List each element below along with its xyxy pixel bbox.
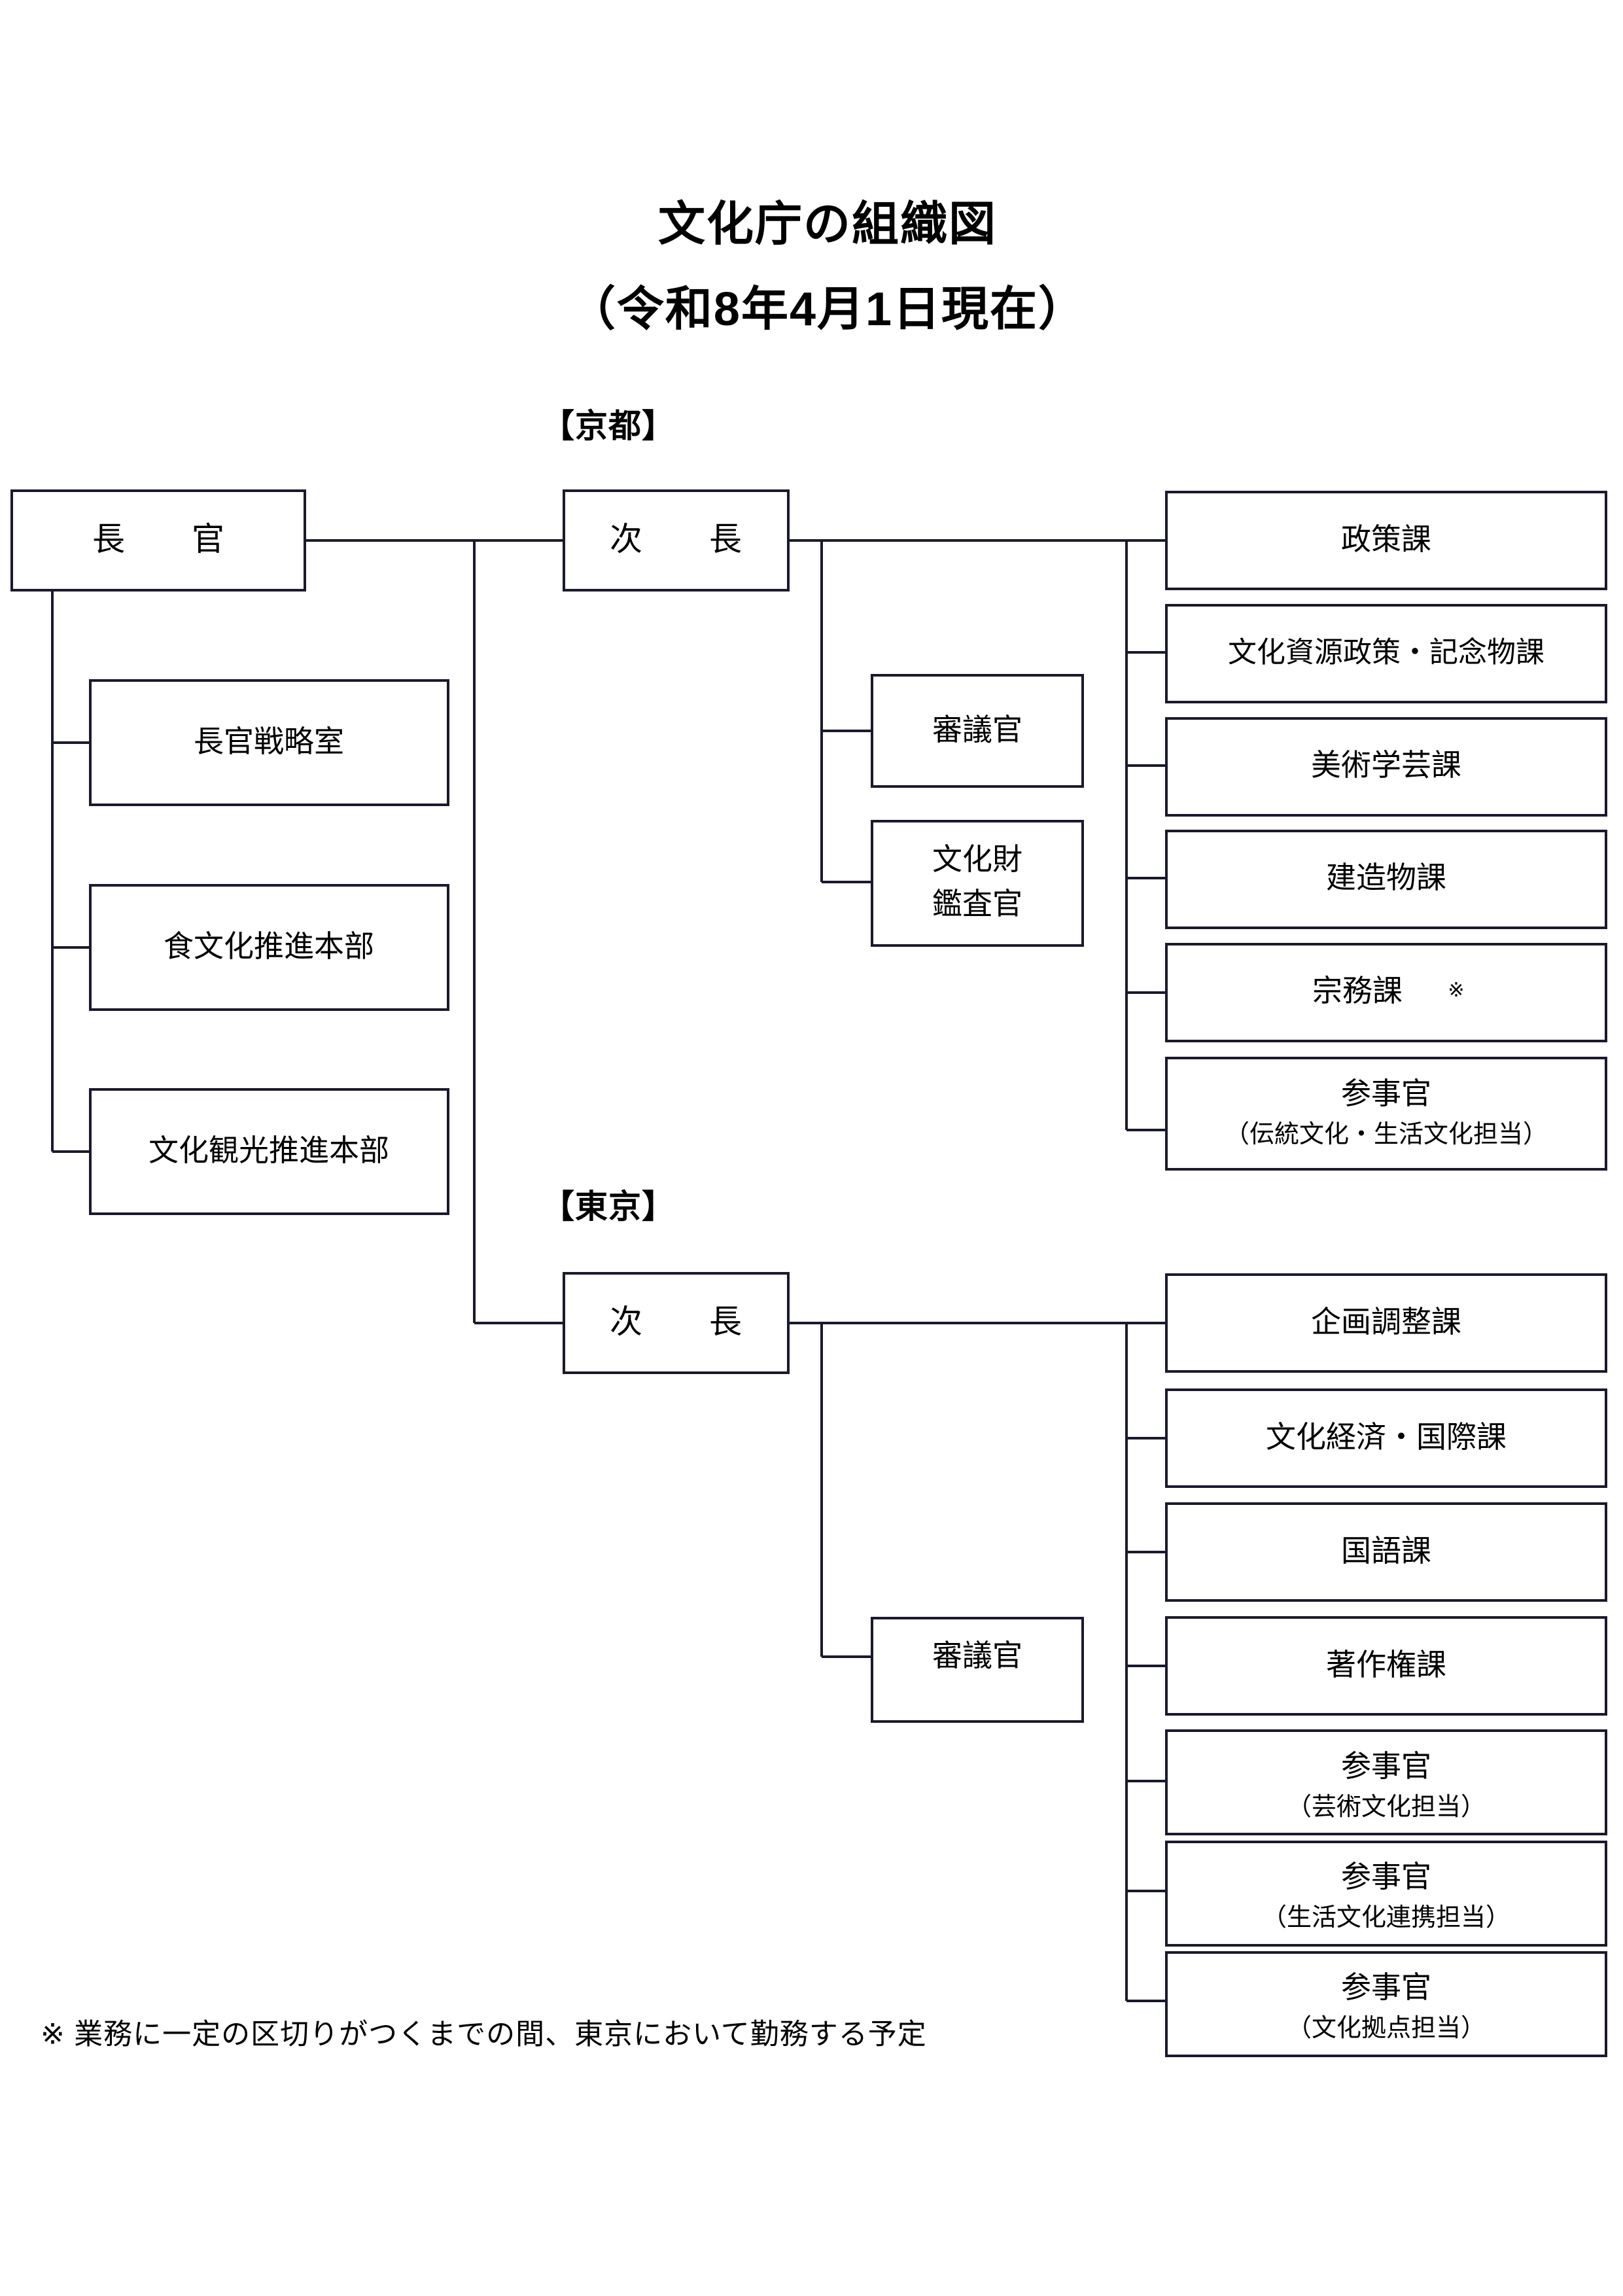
node-tokyo-division-2[interactable]: 国語課 (1165, 1502, 1607, 1602)
node-agency-unit-0[interactable]: 長官戦略室 (89, 679, 449, 806)
node-commissioner-label: 長 官 (92, 521, 241, 557)
node-tokyo-division-4[interactable]: 参事官 （芸術文化担当） (1165, 1729, 1607, 1835)
node-kyoto-division-1-rect[interactable] (1165, 604, 1607, 703)
node-kyoto-division-2-label: 美術学芸課 (1311, 748, 1461, 782)
node-tokyo-division-1-label: 文化経済・国際課 (1266, 1420, 1507, 1454)
node-kyoto-division-4-rect[interactable] (1165, 943, 1607, 1042)
node-kyoto-deputy-rect[interactable] (563, 489, 790, 592)
node-tokyo-division-6[interactable]: 参事官 （文化拠点担当） (1165, 1951, 1607, 2057)
node-tokyo-division-4-label-line1: 参事官 (1341, 1749, 1431, 1783)
page-title-line2: （令和8年4月1日現在） (568, 283, 1087, 336)
node-kyoto-division-5-label-line1: 参事官 (1341, 1076, 1431, 1110)
node-tokyo-division-3-label: 著作権課 (1326, 1648, 1446, 1682)
node-kyoto-officer-1[interactable]: 文化財 鑑査官 (871, 820, 1084, 947)
node-kyoto-division-5-label-line2: （伝統文化・生活文化担当） (1225, 1121, 1548, 1148)
node-kyoto-officer-1-label-line1: 文化財 (932, 842, 1022, 876)
node-agency-unit-2-rect[interactable] (89, 1088, 449, 1215)
node-kyoto-division-5-rect[interactable] (1165, 1057, 1607, 1171)
node-tokyo-division-1-rect[interactable] (1165, 1388, 1607, 1488)
node-kyoto-division-0-label: 政策課 (1341, 522, 1431, 556)
node-agency-unit-1-label: 食文化推進本部 (164, 929, 374, 963)
footnote-text: ※ 業務に一定の区切りがつくまでの間、東京において勤務する予定 (41, 2019, 927, 2051)
node-tokyo-deputy-rect[interactable] (563, 1272, 790, 1374)
node-agency-unit-0-rect[interactable] (89, 679, 449, 806)
node-kyoto-officer-1-rect[interactable] (871, 820, 1084, 947)
node-tokyo-division-0-rect[interactable] (1165, 1273, 1607, 1373)
node-tokyo-division-0-label: 企画調整課 (1311, 1305, 1461, 1339)
node-kyoto-division-2-rect[interactable] (1165, 717, 1607, 817)
node-kyoto-division-4-label: 宗務課 (1312, 974, 1403, 1008)
node-tokyo-officer-0-label: 審議官 (932, 1638, 1022, 1672)
node-kyoto-division-0[interactable]: 政策課 (1165, 491, 1607, 590)
page-title-line1: 文化庁の組織図 (658, 198, 997, 251)
node-agency-unit-2[interactable]: 文化観光推進本部 (89, 1088, 449, 1215)
node-tokyo-division-2-label: 国語課 (1341, 1534, 1431, 1568)
node-kyoto-division-1-label: 文化資源政策・記念物課 (1228, 637, 1544, 669)
node-kyoto-division-5[interactable]: 参事官 （伝統文化・生活文化担当） (1165, 1057, 1607, 1171)
node-kyoto-division-3-rect[interactable] (1165, 830, 1607, 929)
node-tokyo-division-3[interactable]: 著作権課 (1165, 1616, 1607, 1716)
node-kyoto-division-0-rect[interactable] (1165, 491, 1607, 590)
node-tokyo-division-6-label-line2: （文化拠点担当） (1287, 2015, 1486, 2042)
node-kyoto-division-1[interactable]: 文化資源政策・記念物課 (1165, 604, 1607, 703)
node-tokyo-division-4-label-line2: （芸術文化担当） (1287, 1793, 1486, 1821)
node-commissioner[interactable]: 長 官 (10, 489, 306, 592)
node-agency-unit-2-label: 文化観光推進本部 (148, 1133, 389, 1167)
node-kyoto-officer-0[interactable]: 審議官 (871, 674, 1084, 788)
node-kyoto-division-3[interactable]: 建造物課 (1165, 830, 1607, 929)
node-tokyo-division-1[interactable]: 文化経済・国際課 (1165, 1388, 1607, 1488)
node-tokyo-division-2-rect[interactable] (1165, 1502, 1607, 1602)
node-tokyo-officer-0[interactable]: 審議官 (871, 1617, 1084, 1723)
region-label-tokyo: 【東京】 (542, 1188, 675, 1225)
node-kyoto-deputy-label: 次 長 (610, 521, 759, 557)
node-tokyo-division-5-label-line2: （生活文化連携担当） (1262, 1904, 1510, 1932)
node-tokyo-division-6-label-line1: 参事官 (1341, 1970, 1431, 2004)
node-tokyo-deputy-label: 次 長 (610, 1303, 759, 1340)
node-kyoto-division-4[interactable]: 宗務課 ※ (1165, 943, 1607, 1042)
node-tokyo-division-5-label-line1: 参事官 (1341, 1860, 1431, 1894)
node-tokyo-deputy[interactable]: 次 長 (563, 1272, 790, 1374)
node-tokyo-division-4-rect[interactable] (1165, 1729, 1607, 1835)
node-tokyo-officer-0-rect[interactable] (871, 1617, 1084, 1723)
node-tokyo-division-5-rect[interactable] (1165, 1841, 1607, 1947)
node-agency-unit-1[interactable]: 食文化推進本部 (89, 884, 449, 1011)
node-kyoto-division-4-note-mark: ※ (1448, 980, 1464, 1001)
node-kyoto-deputy[interactable]: 次 長 (563, 489, 790, 592)
node-tokyo-division-6-rect[interactable] (1165, 1951, 1607, 2057)
node-kyoto-officer-1-label-line2: 鑑査官 (932, 887, 1022, 921)
node-kyoto-officer-0-rect[interactable] (871, 674, 1084, 788)
node-agency-unit-0-label: 長官戦略室 (194, 724, 344, 758)
node-tokyo-division-0[interactable]: 企画調整課 (1165, 1273, 1607, 1373)
node-commissioner-rect[interactable] (10, 489, 306, 592)
node-kyoto-officer-0-label: 審議官 (932, 713, 1022, 747)
node-kyoto-division-3-label: 建造物課 (1326, 860, 1446, 894)
node-tokyo-division-3-rect[interactable] (1165, 1616, 1607, 1716)
node-tokyo-division-5[interactable]: 参事官 （生活文化連携担当） (1165, 1841, 1607, 1947)
region-label-kyoto: 【京都】 (542, 408, 675, 444)
node-agency-unit-1-rect[interactable] (89, 884, 449, 1011)
node-kyoto-division-2[interactable]: 美術学芸課 (1165, 717, 1607, 817)
